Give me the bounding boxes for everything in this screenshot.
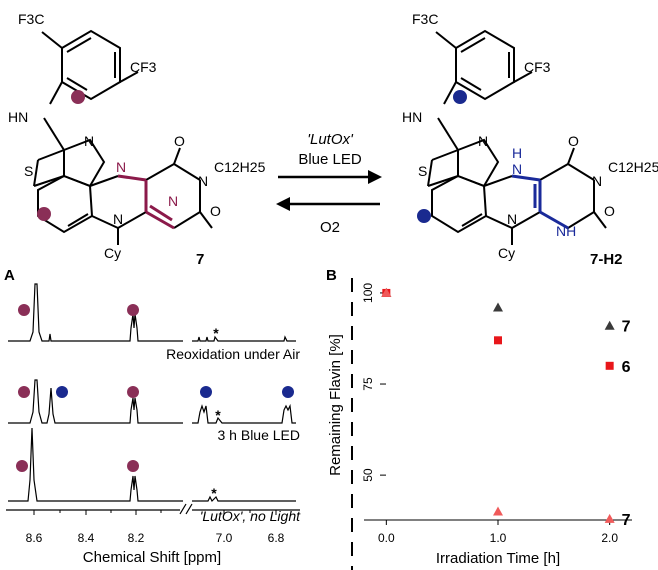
- x-tick-label: 2.0: [601, 531, 618, 545]
- data-point-triangle: [604, 513, 615, 523]
- x-tick-label: 1.0: [490, 531, 507, 545]
- oxidized-peak-dot: [127, 386, 139, 398]
- molecule-7: [33, 29, 213, 245]
- n-thiazole-label: N: [84, 133, 94, 149]
- remaining-flavin-chart: B 100 75 50 0.0 1.0 2.0 7 6 7 Remaining Flavin…: [326, 267, 632, 570]
- n-bottom-label: N: [113, 211, 123, 227]
- s-label: S: [418, 163, 427, 179]
- arrow-top-label-2: Blue LED: [298, 151, 362, 168]
- data-point-triangle: [493, 506, 503, 516]
- x-tick: 8.6: [26, 531, 43, 545]
- oxidized-peak-dot: [127, 304, 139, 316]
- impurity-star: *: [211, 485, 217, 501]
- o-right-label: O: [210, 203, 221, 219]
- panel-a-letter: A: [4, 267, 15, 284]
- molecule-7-labels: F3C CF3 HN S N N N N O O N C12H25 Cy 7: [8, 11, 266, 268]
- data-point-triangle: [604, 320, 615, 330]
- reduced-marker-dot: [453, 90, 467, 104]
- c12-label: C12H25: [214, 159, 266, 175]
- hn-label: HN: [402, 109, 422, 125]
- x-tick: 6.8: [268, 531, 285, 545]
- nh-mid-label: NH: [556, 223, 576, 239]
- hn-label: HN: [8, 109, 28, 125]
- series-labels: 7 6 7: [622, 319, 631, 529]
- c12-label: C12H25: [608, 159, 658, 175]
- data-point-square: [605, 361, 614, 370]
- x-tick-label: 0.0: [378, 531, 395, 545]
- nmr-stars: * * *: [211, 325, 221, 501]
- data-point-square: [494, 336, 502, 345]
- molecule-7h2: [427, 29, 607, 245]
- cy-label: Cy: [498, 245, 515, 261]
- panel-b-letter: B: [326, 267, 337, 284]
- oxidized-peak-dot: [18, 386, 30, 398]
- impurity-star: *: [215, 407, 221, 423]
- x-tick: 8.2: [128, 531, 145, 545]
- impurity-star: *: [213, 325, 219, 341]
- nmr-peak-markers: [16, 304, 294, 472]
- oxidized-peak-dot: [127, 460, 139, 472]
- n-imide-label: N: [198, 173, 208, 189]
- trace-label-blue-led: 3 h Blue LED: [218, 427, 301, 443]
- n-imide-label: N: [592, 173, 602, 189]
- y-tick-label: 50: [361, 468, 375, 482]
- x-axis-label: Irradiation Time [h]: [436, 550, 560, 567]
- nh-top-n-label: N: [512, 161, 522, 177]
- data-points: [381, 287, 615, 523]
- data-point-triangle: [381, 287, 392, 297]
- cf3-side-label: CF3: [524, 59, 551, 75]
- n-bottom-label: N: [507, 211, 517, 227]
- nmr-trace-labels: Reoxidation under Air 3 h Blue LED 'LutO…: [166, 346, 301, 524]
- nmr-x-ticks: 8.6 8.4 8.2 7.0 6.8: [26, 531, 285, 545]
- oxidized-marker-dot: [71, 90, 85, 104]
- nmr-trace-blue-led: [8, 379, 183, 424]
- nmr-spectra: [6, 283, 300, 515]
- oxidized-peak-dot: [16, 460, 28, 472]
- nmr-tick-marks: [33, 510, 277, 515]
- cf3-top-label: F3C: [412, 11, 438, 27]
- cy-label: Cy: [104, 245, 121, 261]
- x-tick: 7.0: [216, 531, 233, 545]
- nmr-trace-reoxidation: [8, 283, 183, 342]
- trace-label-reoxidation: Reoxidation under Air: [166, 346, 300, 362]
- n-ring-mid-label: N: [168, 193, 178, 209]
- equilibrium-arrows: [276, 170, 382, 211]
- cf3-top-label: F3C: [18, 11, 44, 27]
- nh-top-h-label: H: [512, 145, 522, 161]
- compound-label-7h2: 7-H2: [590, 251, 623, 268]
- y-ticks: 100 75 50: [361, 283, 386, 482]
- oxidized-peak-dot: [18, 304, 30, 316]
- o-top-label: O: [174, 133, 185, 149]
- arrow-top-label: 'LutOx': [307, 131, 354, 148]
- arrow-bottom-label: O2: [320, 219, 340, 236]
- reduced-peak-dot: [282, 386, 294, 398]
- x-tick: 8.4: [78, 531, 95, 545]
- series-label: 6: [622, 359, 631, 376]
- n-thiazole-label: N: [478, 133, 488, 149]
- o-top-label: O: [568, 133, 579, 149]
- nmr-x-axis-label: Chemical Shift [ppm]: [83, 549, 221, 566]
- reduced-peak-dot: [200, 386, 212, 398]
- y-tick-label: 75: [361, 377, 375, 391]
- o-right-label: O: [604, 203, 615, 219]
- s-label: S: [24, 163, 33, 179]
- reduced-marker-dot: [417, 209, 431, 223]
- data-point-triangle: [493, 302, 503, 312]
- molecule-7h2-colored-bonds: [511, 174, 569, 230]
- oxidized-marker-dot: [37, 207, 51, 221]
- n-ring-top-label: N: [116, 159, 126, 175]
- reduced-peak-dot: [56, 386, 68, 398]
- series-label: 7: [622, 512, 631, 529]
- cf3-side-label: CF3: [130, 59, 157, 75]
- nmr-trace-lutox: [8, 427, 183, 502]
- molecule-7-colored-bonds: [117, 174, 175, 230]
- compound-label-7: 7: [196, 251, 204, 268]
- y-axis-label: Remaining Flavin [%]: [327, 334, 344, 476]
- molecule-7h2-labels: F3C CF3 HN S N H N N NH O O N C12H25 Cy …: [402, 11, 658, 268]
- y-tick-label: 100: [361, 283, 375, 303]
- x-ticks: 0.0 1.0 2.0: [378, 520, 618, 545]
- series-label: 7: [622, 319, 631, 336]
